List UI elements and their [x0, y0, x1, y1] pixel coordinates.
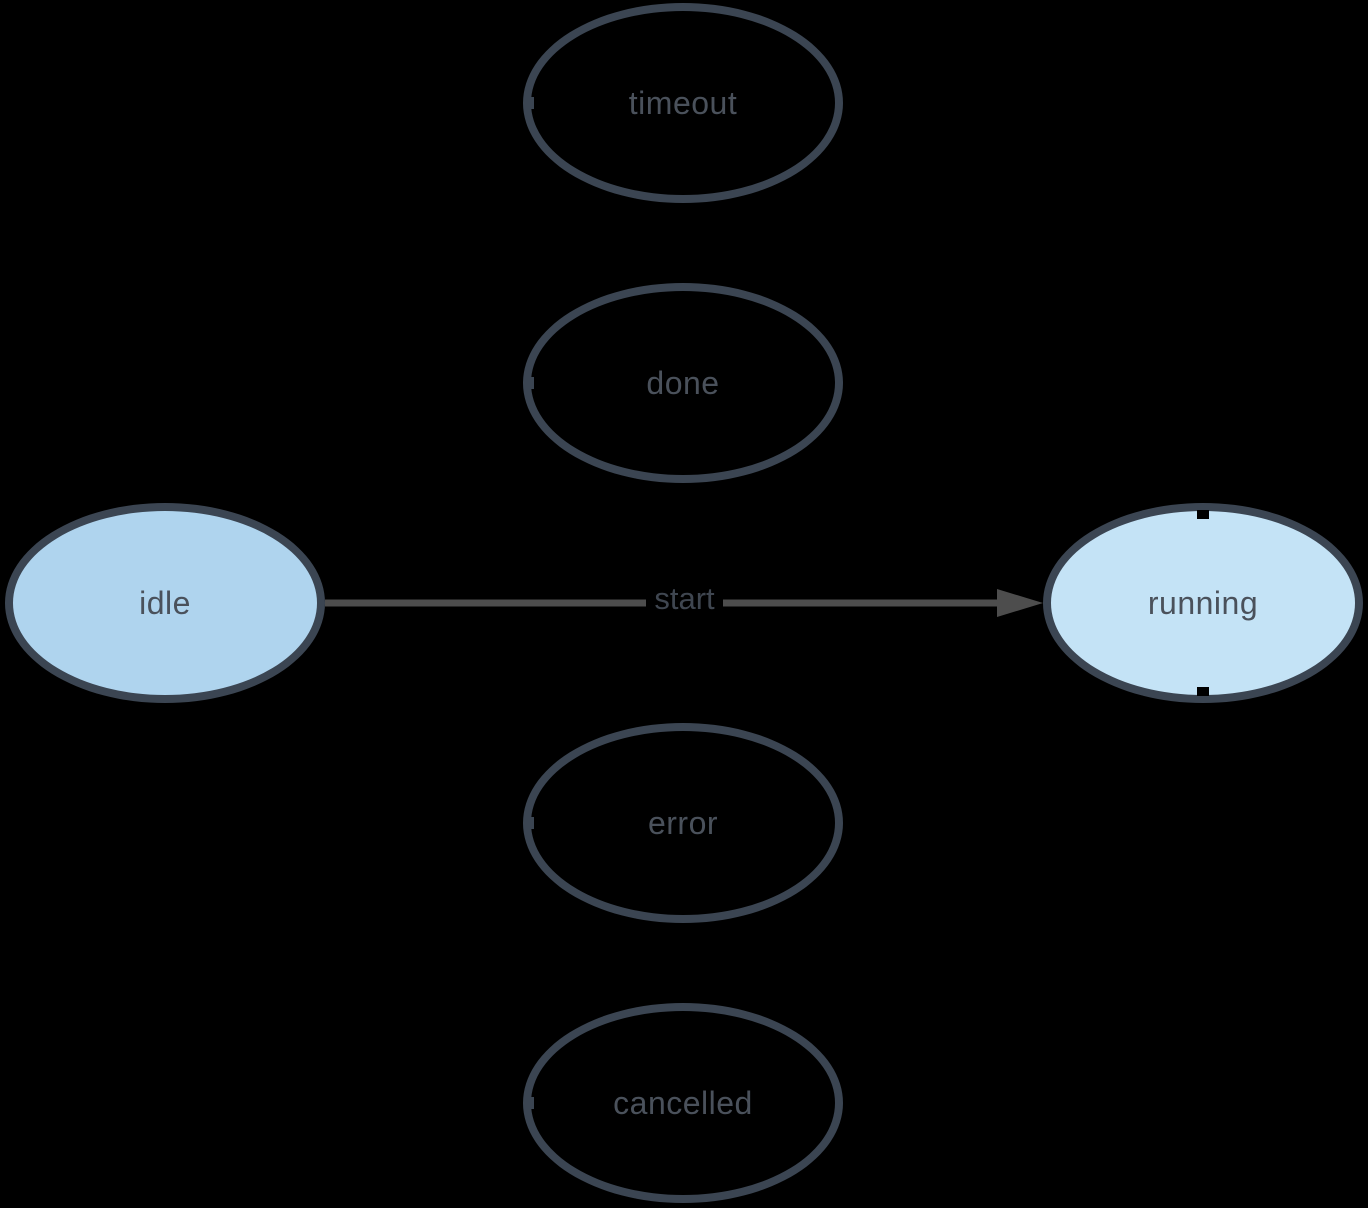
anchor-notch: [524, 377, 534, 389]
anchor-notch: [524, 817, 534, 829]
state-node-timeout[interactable]: timeout: [523, 3, 843, 203]
state-label-idle: idle: [139, 584, 191, 621]
state-label-running: running: [1147, 584, 1259, 621]
anchor-notch: [1197, 687, 1209, 696]
state-label-timeout: timeout: [628, 84, 738, 121]
state-node-error[interactable]: error: [523, 723, 843, 923]
state-label-done: done: [646, 364, 720, 401]
anchor-notch: [1197, 510, 1209, 519]
arrowhead-icon: [997, 589, 1043, 617]
state-label-error: error: [647, 804, 719, 841]
state-node-done[interactable]: done: [523, 283, 843, 483]
anchor-notch: [524, 1097, 534, 1109]
edge-label-start: start: [624, 581, 745, 617]
state-node-running[interactable]: running: [1043, 503, 1363, 703]
anchor-notch: [524, 97, 534, 109]
state-node-idle[interactable]: idle: [5, 503, 325, 703]
state-label-cancelled: cancelled: [613, 1084, 753, 1121]
state-node-cancelled[interactable]: cancelled: [523, 1003, 843, 1203]
